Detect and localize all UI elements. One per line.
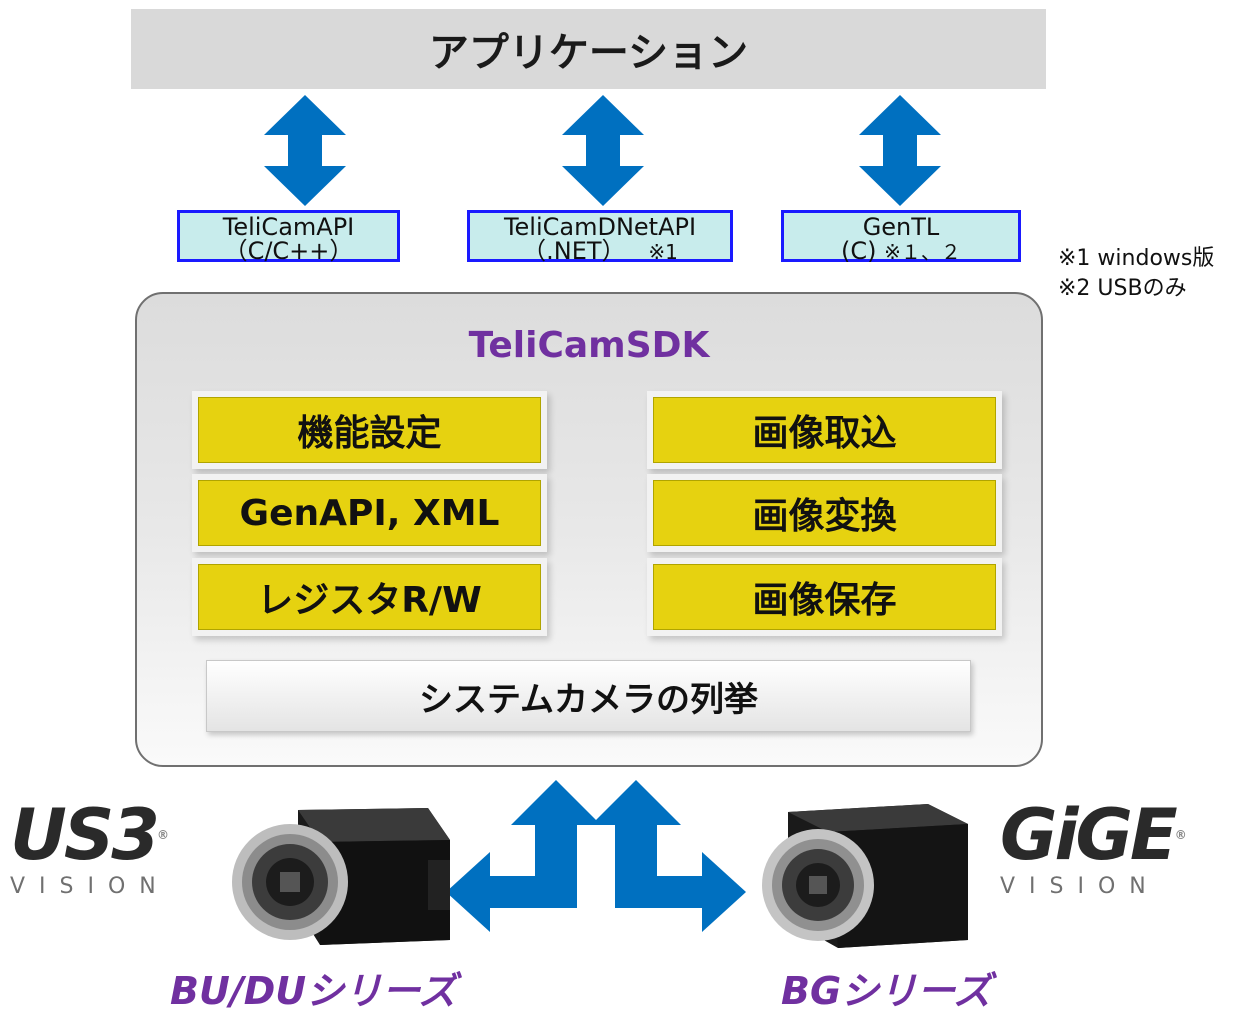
block-camera-enumeration: システムカメラの列挙 <box>206 660 971 732</box>
footnote-1: ※1 windows版 <box>1058 246 1215 271</box>
block-image-conversion: 画像変換 <box>653 480 996 546</box>
block-image-capture: 画像取込 <box>653 397 996 463</box>
gige-vision-logo: GiGE® VISION <box>1000 800 1240 899</box>
application-bar: アプリケーション <box>131 9 1046 89</box>
usb3-logo-subtext: VISION <box>10 874 170 899</box>
api-name: TeliCamAPI <box>222 213 355 241</box>
api-note: ※１、２ <box>884 240 961 264</box>
footnote-2: ※2 USBのみ <box>1058 276 1187 301</box>
api-box-telicamapi: TeliCamAPI （C/C++） <box>177 210 400 265</box>
api-name: GenTL <box>862 213 940 241</box>
double-arrow-icon <box>264 95 346 206</box>
block-register-rw: レジスタR/W <box>198 564 541 630</box>
api-language: (C) <box>841 237 877 265</box>
gige-logo-subtext: VISION <box>1000 874 1160 899</box>
footnotes: ※1 windows版 ※2 USBのみ <box>1058 244 1214 304</box>
gige-logo-text: GiGE <box>1000 794 1178 876</box>
api-language: （C/C++） <box>223 237 354 265</box>
block-function-settings: 機能設定 <box>198 397 541 463</box>
sdk-title: TeliCamSDK <box>468 325 710 366</box>
usb3-vision-logo: US3® VISION <box>10 800 215 899</box>
bent-arrow-left-icon <box>446 780 601 932</box>
series-label-bg: BGシリーズ <box>781 969 992 1013</box>
usb3-logo-text: US3 <box>10 794 160 876</box>
bu-du-camera-image <box>232 808 450 945</box>
api-name: TeliCamDNetAPI <box>503 213 697 241</box>
block-genapi-xml: GenAPI, XML <box>198 480 541 546</box>
bg-camera-image <box>762 804 968 948</box>
series-label-bu-du: BU/DUシリーズ <box>170 969 457 1013</box>
api-language: （.NET） <box>522 237 626 265</box>
bent-arrow-right-icon <box>591 780 746 932</box>
double-arrow-icon <box>562 95 644 206</box>
double-arrow-icon <box>859 95 941 206</box>
block-image-save: 画像保存 <box>653 564 996 630</box>
api-box-telicamdnetapi: TeliCamDNetAPI （.NET） ※1 <box>467 210 733 265</box>
api-note: ※1 <box>648 240 678 264</box>
api-box-gentl: GenTL (C) ※１、２ <box>781 210 1021 265</box>
